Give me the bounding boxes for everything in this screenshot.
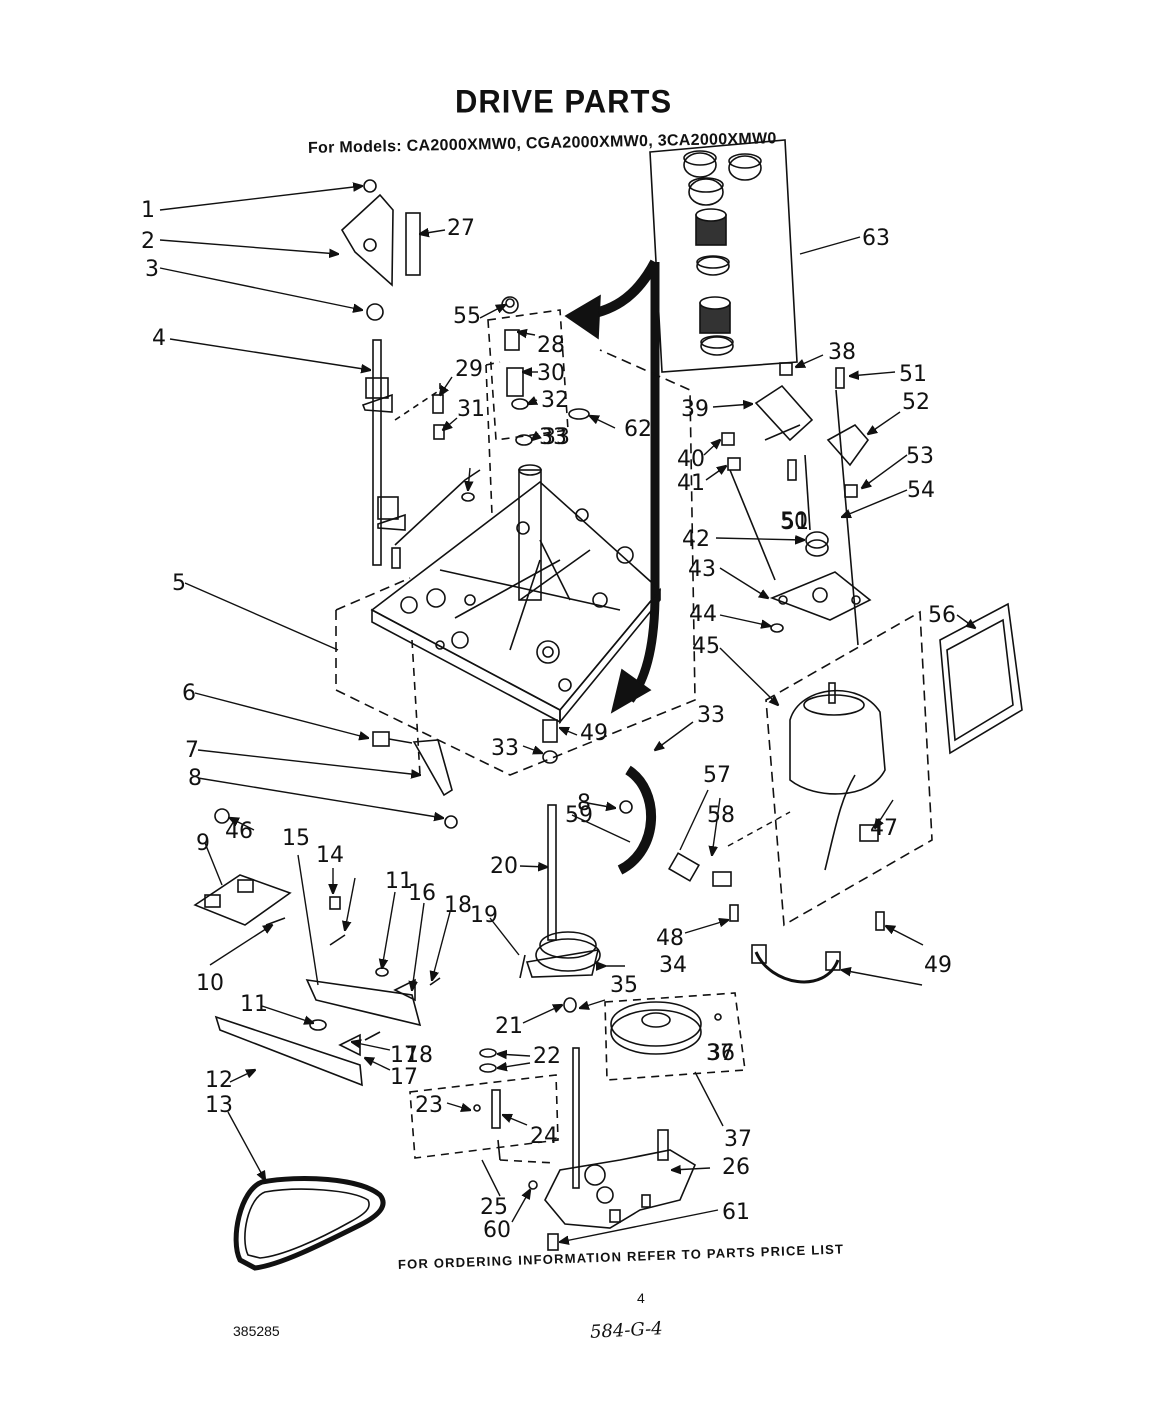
handwritten-reference: 584-G-4 [589, 1318, 664, 1343]
callout-26: 26 [722, 1155, 750, 1180]
callout-49: 49 [924, 953, 952, 978]
callout-28: 28 [537, 333, 565, 358]
callout-11: 11 [385, 869, 413, 894]
base-dashed-outline [335, 349, 696, 776]
callout-56: 56 [928, 603, 956, 628]
callout-59: 59 [565, 803, 593, 828]
callout-17: 17 [390, 1065, 418, 1090]
callout-52: 52 [902, 390, 930, 415]
callout-15: 15 [282, 826, 310, 851]
callout-13: 13 [205, 1093, 233, 1118]
callout-29: 29 [455, 357, 483, 382]
callout-6: 6 [182, 681, 196, 706]
callout-25: 25 [480, 1195, 508, 1220]
bearing-kit [649, 139, 798, 373]
linkage-assembly [340, 179, 481, 776]
document-number: 385285 [233, 1323, 280, 1339]
callout-33: 33 [542, 425, 570, 450]
callout-33: 33 [697, 703, 725, 728]
callout-53: 53 [906, 444, 934, 469]
diagram-title: DRIVE PARTS [455, 83, 673, 120]
callout-35: 35 [610, 973, 638, 998]
callout-32: 32 [541, 388, 569, 413]
callout-numbers: 1234567889101111121314151617171818192021… [141, 198, 956, 1243]
callout-34: 34 [659, 953, 687, 978]
callout-17: 17 [390, 1043, 418, 1068]
transmission [528, 1129, 697, 1251]
callout-42: 42 [682, 527, 710, 552]
callout-1: 1 [141, 198, 155, 223]
callout-14: 14 [316, 843, 344, 868]
callout-60: 60 [483, 1218, 511, 1243]
callout-9: 9 [196, 831, 210, 856]
callout-55: 55 [453, 304, 481, 329]
callout-33: 33 [491, 736, 519, 761]
callout-45: 45 [692, 634, 720, 659]
drive-belt [233, 1175, 386, 1271]
callout-4: 4 [152, 326, 166, 351]
callout-8: 8 [188, 766, 202, 791]
callout-41: 41 [677, 471, 705, 496]
callout-30: 30 [537, 361, 565, 386]
callout-22: 22 [533, 1044, 561, 1069]
callout-5: 5 [172, 571, 186, 596]
cover-panel [939, 602, 1023, 755]
callout-46: 46 [225, 819, 253, 844]
motor-assembly [721, 362, 933, 931]
callout-12: 12 [205, 1068, 233, 1093]
base-plate [370, 464, 662, 725]
callout-23: 23 [415, 1093, 443, 1118]
callout-8: 8 [577, 791, 591, 816]
callout-54: 54 [907, 478, 935, 503]
callout-18: 18 [444, 893, 472, 918]
callout-33: 33 [539, 425, 567, 450]
callout-57: 57 [703, 763, 731, 788]
callout-63: 63 [862, 226, 890, 251]
callout-37: 37 [706, 1041, 734, 1066]
leader-lines [159, 186, 975, 1242]
callout-49: 49 [580, 721, 608, 746]
callout-31: 31 [457, 397, 485, 422]
callout-3: 3 [145, 257, 159, 282]
callout-61: 61 [722, 1200, 750, 1225]
callout-62: 62 [624, 417, 652, 442]
page-number: 4 [637, 1290, 645, 1306]
callout-47: 47 [870, 816, 898, 841]
callout-48: 48 [656, 926, 684, 951]
callout-38: 38 [828, 340, 856, 365]
callout-51: 51 [899, 362, 927, 387]
callout-58: 58 [707, 803, 735, 828]
callout-10: 10 [196, 971, 224, 996]
callout-24: 24 [530, 1124, 558, 1149]
install-arrow-lower [626, 262, 660, 703]
callout-18: 18 [405, 1043, 433, 1068]
callout-16: 16 [408, 881, 436, 906]
callout-43: 43 [688, 557, 716, 582]
callout-37: 37 [724, 1127, 752, 1152]
callout-20: 20 [490, 854, 518, 879]
callout-19: 19 [470, 903, 498, 928]
callout-27: 27 [447, 216, 475, 241]
callout-7: 7 [185, 738, 199, 763]
callout-51: 51 [781, 510, 809, 535]
callout-21: 21 [495, 1014, 523, 1039]
callout-40: 40 [677, 447, 705, 472]
callout-39: 39 [681, 397, 709, 422]
callout-50: 50 [780, 509, 808, 534]
callout-36: 36 [707, 1041, 735, 1066]
callout-44: 44 [689, 602, 717, 627]
callout-2: 2 [141, 229, 155, 254]
callout-11: 11 [240, 992, 268, 1017]
